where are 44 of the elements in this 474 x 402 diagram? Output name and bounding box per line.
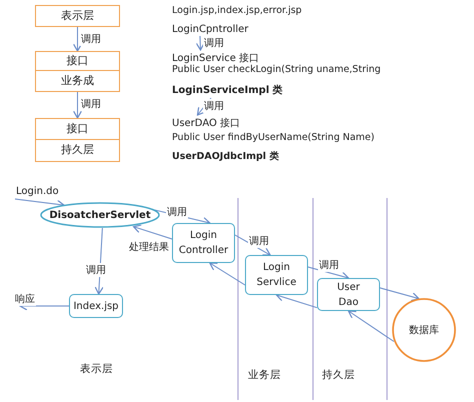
arrow <box>72 26 82 52</box>
interface-box: 接口 <box>35 118 120 140</box>
edge-label: 调用 <box>85 263 107 277</box>
arrow <box>276 292 318 308</box>
arrow <box>94 228 104 295</box>
component-box: Login Servlice <box>245 255 308 295</box>
layer-box: 持久层 <box>35 139 120 162</box>
arrow <box>234 234 271 256</box>
arrow <box>133 224 172 240</box>
edge-label: 调用 <box>166 205 188 219</box>
interface-label: LoginService 接口 <box>172 50 267 66</box>
edge-label: Login.do <box>15 186 60 197</box>
method-signature: Public User checkLogin(String uname,String <box>172 64 381 75</box>
edge-label: 调用 <box>318 258 340 272</box>
file-list: Login.jsp,index.jsp,error.jsp <box>172 5 302 16</box>
arrow <box>308 266 350 281</box>
arrow <box>209 262 246 286</box>
layer-box: 表示层 <box>35 5 120 27</box>
edge-label: 调用 <box>203 99 225 113</box>
interface-label: UserDAO 接口 <box>172 115 257 131</box>
edge-label: 调用 <box>80 32 102 46</box>
class-label: UserDAOJdbcImpl 类 <box>172 150 280 163</box>
arrow <box>72 92 82 119</box>
layer-box: 业务成 <box>35 70 120 92</box>
arrow <box>348 310 394 342</box>
interface-box: 接口 <box>35 51 120 71</box>
edge-label: 响应 <box>14 292 36 306</box>
edge-label: 调用 <box>248 234 270 248</box>
arrow <box>196 36 205 51</box>
edge-label: 调用 <box>203 36 225 50</box>
edge-label: 调用 <box>80 97 102 111</box>
layer-label: 业务层 <box>248 368 281 382</box>
database-circle: 数据库 <box>392 298 456 362</box>
layer-label: 表示层 <box>80 362 113 376</box>
edge-label: 处理结果 <box>128 240 170 254</box>
servlet-ellipse: DisoatcherServlet <box>40 202 160 228</box>
class-label: LoginCpntroller <box>172 22 252 36</box>
class-label: LoginServiceImpl 类 <box>172 82 302 98</box>
arrow <box>380 287 420 302</box>
page-box: Index.jsp <box>69 294 123 318</box>
component-box: User Dao <box>317 278 380 311</box>
component-box: Login Controller <box>172 223 235 263</box>
layer-label: 持久层 <box>322 368 355 382</box>
method-signature: Public User findByUserName(String Name) <box>172 132 374 143</box>
